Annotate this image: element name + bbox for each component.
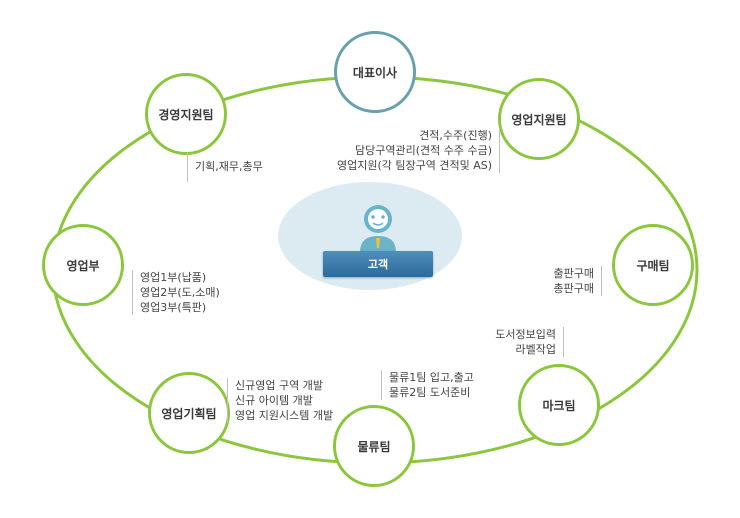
desc-sales-planning: 신규영업 구역 개발 신규 아이템 개발 영업 지원시스템 개발 — [227, 378, 333, 423]
desc-line: 기획,재무,총무 — [195, 160, 263, 173]
node-management-support-team[interactable]: 경영지원팀 — [145, 73, 227, 155]
desc-line: 견적,수주(진행) — [419, 129, 492, 142]
desc-purchasing: 출판구매 총판구매 — [554, 266, 602, 296]
desc-marking: 도서정보입력 라벨작업 — [495, 327, 564, 357]
node-ceo[interactable]: 대표이사 — [334, 31, 416, 113]
desc-line: 라벨작업 — [515, 343, 556, 356]
desc-logistics: 물류1팀 입고,출고 물류2팀 도서준비 — [381, 370, 474, 400]
node-sales-planning-team[interactable]: 영업기획팀 — [148, 372, 230, 454]
node-sales-department[interactable]: 영업부 — [42, 224, 124, 306]
desc-sales-support: 견적,수주(진행) 담당구역관리(견적 수주 수금) 영업지원(각 팀장구역 견… — [337, 128, 500, 173]
desc-line: 영업1부(납품) — [140, 271, 207, 284]
desc-line: 도서정보입력 — [495, 328, 556, 341]
node-marking-team[interactable]: 마크팀 — [518, 364, 600, 446]
desc-line: 영업2부(도,소매) — [140, 286, 220, 299]
desc-line: 영업3부(특판) — [140, 301, 207, 314]
desc-line: 물류2팀 도서준비 — [389, 386, 471, 399]
desc-line: 영업지원(각 팀장구역 견적및 AS) — [336, 159, 492, 172]
desc-line: 영업 지원시스템 개발 — [235, 409, 334, 422]
desc-line: 신규 아이템 개발 — [235, 394, 313, 407]
node-sales-support-team[interactable]: 영업지원팀 — [498, 78, 580, 160]
desc-management-support: 기획,재무,총무 — [187, 152, 263, 182]
desc-sales-department: 영업1부(납품) 영업2부(도,소매) 영업3부(특판) — [132, 270, 220, 315]
desc-line: 총판구매 — [553, 282, 594, 295]
desc-line: 물류1팀 입고,출고 — [389, 371, 474, 384]
desc-line: 담당구역관리(견적 수주 수금) — [354, 144, 492, 157]
node-logistics-team[interactable]: 물류팀 — [333, 405, 415, 487]
node-purchasing-team[interactable]: 구매팀 — [612, 224, 694, 306]
desc-line: 출판구매 — [553, 267, 594, 280]
desc-line: 신규영업 구역 개발 — [235, 379, 323, 392]
customer-icon — [360, 205, 396, 252]
customer-button[interactable]: 고객 — [323, 251, 433, 277]
